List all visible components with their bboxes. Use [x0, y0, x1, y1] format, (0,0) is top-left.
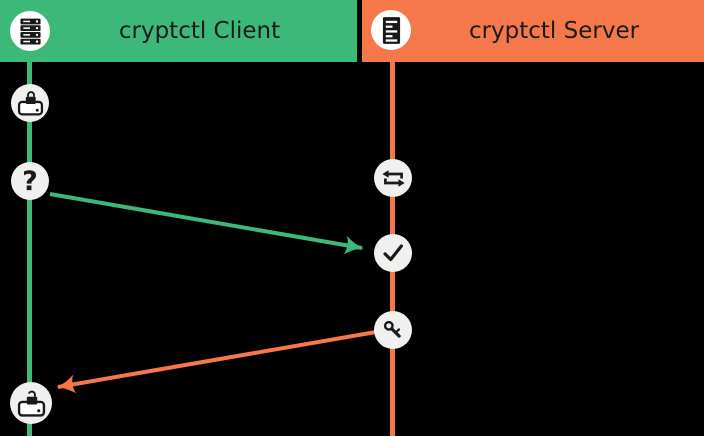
client-request-arrow: [49, 192, 365, 255]
server-rack-icon: [19, 18, 41, 44]
client-header-bar: cryptctl Client: [0, 0, 357, 62]
request-accepted-node: [374, 234, 412, 272]
client-header-badge: [10, 11, 50, 51]
key-delivery-node: [374, 311, 412, 349]
check-icon: [383, 244, 403, 262]
key-exchange-node: [374, 159, 412, 197]
disk-locked-icon: [17, 90, 43, 116]
key-icon: [383, 320, 401, 338]
transfer-icon: [381, 169, 405, 187]
encrypted-disk-node: [11, 84, 49, 122]
disk-unlocked-icon: [17, 390, 45, 417]
client-title: cryptctl Client: [118, 18, 281, 44]
server-key-arrow: [55, 330, 377, 394]
server-title: cryptctl Server: [468, 18, 640, 44]
client-lifeline: [27, 62, 32, 436]
question-icon: ?: [22, 165, 38, 197]
unlocked-disk-node: [10, 382, 52, 424]
server-tower-icon: [382, 16, 400, 44]
server-header-badge: [371, 10, 411, 50]
server-header-bar: cryptctl Server: [362, 0, 704, 62]
key-request-node: ?: [11, 162, 49, 200]
